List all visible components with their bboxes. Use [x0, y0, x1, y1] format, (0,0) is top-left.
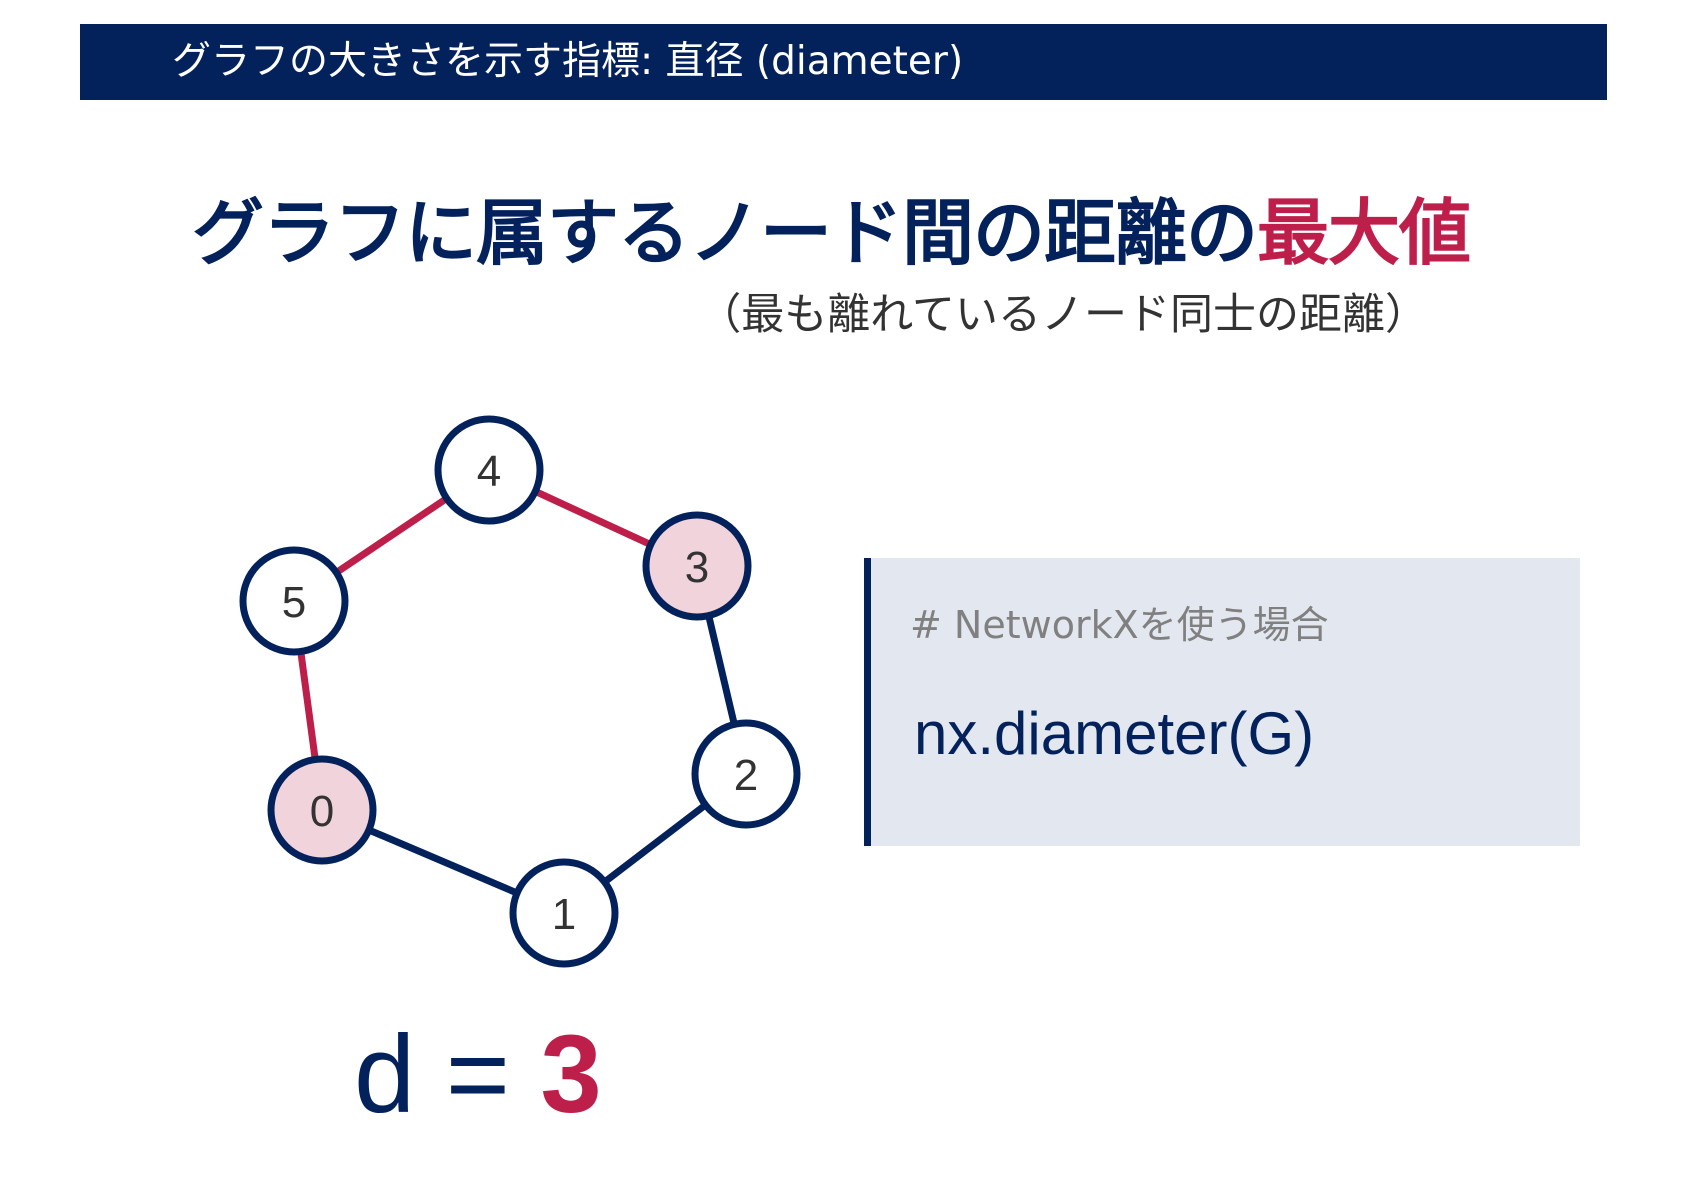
graph-node-circle	[434, 415, 544, 525]
graph-node-label: 2	[734, 751, 758, 800]
graph-node-label: 0	[310, 787, 334, 836]
header-bar: グラフの大きさを示す指標: 直径 (diameter)	[80, 24, 1607, 100]
graph-node-circle	[239, 546, 349, 656]
code-line: nx.diameter(G)	[914, 700, 1315, 767]
graph-node-4: 4	[434, 415, 544, 525]
graph-node-label: 5	[282, 578, 306, 627]
graph-nodes: 0 1 2 3 4 5	[239, 415, 801, 968]
diameter-formula: d = 3	[354, 1010, 602, 1140]
formula-value: 3	[540, 1013, 602, 1136]
headline-text: グラフに属するノード間の距離の	[192, 191, 1258, 275]
graph-node-circle	[642, 511, 752, 621]
graph-node-circle	[267, 755, 377, 865]
code-comment: # NetworkXを使う場合	[910, 603, 1329, 647]
graph-node-label: 1	[552, 890, 576, 939]
code-box-border	[864, 558, 871, 846]
formula-lhs: d =	[354, 1013, 541, 1136]
code-box: # NetworkXを使う場合 nx.diameter(G)	[864, 558, 1580, 846]
graph-node-1: 1	[509, 858, 619, 968]
graph-node-circle	[691, 719, 801, 829]
graph-node-5: 5	[239, 546, 349, 656]
subtitle: （最も離れているノード同士の距離）	[698, 290, 1428, 340]
graph-node-2: 2	[691, 719, 801, 829]
graph-node-label: 4	[477, 447, 501, 496]
graph-node-circle	[509, 858, 619, 968]
header-title: グラフの大きさを示す指標: 直径 (diameter)	[172, 39, 964, 84]
headline-accent: 最大値	[1257, 191, 1471, 275]
graph-node-label: 3	[685, 543, 709, 592]
graph-diagram: 0 1 2 3 4 5	[239, 415, 801, 968]
headline: グラフに属するノード間の距離の最大値	[192, 188, 1471, 278]
graph-node-0: 0	[267, 755, 377, 865]
graph-node-3: 3	[642, 511, 752, 621]
